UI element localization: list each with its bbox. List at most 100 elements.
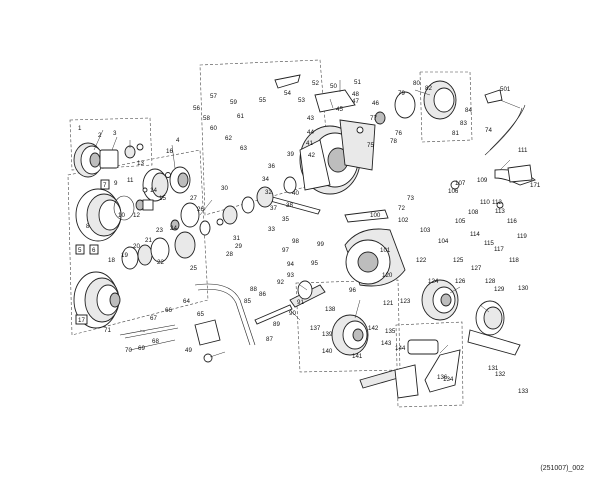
part-number-label: 130 <box>518 285 529 292</box>
part-number-label: 135 <box>385 328 396 335</box>
part-number-label: 12 <box>133 212 140 219</box>
part-number-label: 86 <box>259 291 266 298</box>
part-number-label: 38 <box>286 202 293 209</box>
part-number-label: 62 <box>225 135 232 142</box>
part-number-label: 99 <box>317 241 324 248</box>
part-number-label: 104 <box>438 238 449 245</box>
part-number-label: 75 <box>367 142 374 149</box>
handle-gear-group <box>331 314 461 393</box>
part-number-label: 134 <box>443 376 454 383</box>
part-number-label: 84 <box>465 107 472 114</box>
line-roller-group <box>356 80 457 134</box>
part-number-label: 116 <box>507 218 517 225</box>
part-number-label: 13 <box>137 160 144 167</box>
part-number-label: 14 <box>150 187 157 194</box>
part-number-label: 94 <box>287 261 294 268</box>
part-number-label: 127 <box>471 265 482 272</box>
part-number-label: 126 <box>455 278 466 285</box>
part-number-label: 90 <box>289 310 296 317</box>
crank-handle <box>359 364 419 399</box>
part-number-label: 501 <box>500 86 511 93</box>
part-number-label: 42 <box>308 152 315 159</box>
part-number-label: 91 <box>297 299 304 306</box>
part-number-label: 26 <box>197 206 204 213</box>
part-number-label: 44 <box>307 129 314 136</box>
part-number-label: 171 <box>530 182 541 189</box>
part-number-label: 34 <box>262 176 269 183</box>
part-number-label: 29 <box>235 243 242 250</box>
part-number-label: 46 <box>372 100 379 107</box>
part-number-label: 113 <box>495 208 505 215</box>
part-number-label: 22 <box>157 259 164 266</box>
spool-lip-group <box>142 166 191 202</box>
part-number-label: 45 <box>336 106 343 113</box>
part-number-label: 136 <box>437 374 448 381</box>
part-number-label: 41 <box>306 140 313 147</box>
part-number-label: 105 <box>455 218 466 225</box>
part-number-label: 141 <box>352 353 363 360</box>
drag-washers <box>121 202 211 270</box>
part-number-label: 55 <box>259 97 266 104</box>
part-number-label: 73 <box>407 195 414 202</box>
part-number-label: 9 <box>114 180 118 187</box>
part-number-label: 89 <box>273 321 280 328</box>
part-number-label: 10 <box>118 212 125 219</box>
part-number-label: 106 <box>448 188 459 195</box>
part-number-label: 88 <box>250 286 257 293</box>
part-number-label: 4 <box>176 137 180 144</box>
part-number-label: 69 <box>138 345 145 352</box>
part-number-label: 57 <box>210 93 217 100</box>
part-number-label: 19 <box>121 252 128 259</box>
part-number-label: 95 <box>311 260 318 267</box>
svg-text:5: 5 <box>78 247 82 254</box>
part-number-label: 115 <box>484 240 494 247</box>
boxed-part-label: 6 <box>89 244 99 255</box>
part-number-label: 78 <box>390 138 397 145</box>
part-number-label: 124 <box>428 278 439 285</box>
reel-body <box>344 209 406 287</box>
part-number-label: 15 <box>159 195 166 202</box>
bail-spring-parts <box>450 89 533 209</box>
leader-lines <box>93 80 521 358</box>
part-number-label: 131 <box>488 365 499 372</box>
part-number-label: 129 <box>494 286 505 293</box>
part-number-label: 108 <box>468 209 479 216</box>
part-number-label: 58 <box>203 115 210 122</box>
part-number-label: 83 <box>460 120 467 127</box>
part-number-label: 80 <box>413 80 420 87</box>
rotor-assembly <box>299 119 376 195</box>
part-number-label: 24 <box>170 225 177 232</box>
pinion-gear <box>254 280 326 325</box>
part-number-label: 50 <box>330 83 337 90</box>
part-number-label: 49 <box>185 347 192 354</box>
part-number-label: 35 <box>282 216 289 223</box>
part-number-label: 132 <box>495 371 506 378</box>
part-number-label: 25 <box>190 265 197 272</box>
part-number-label: 122 <box>416 257 427 264</box>
handle-arm <box>194 283 256 363</box>
part-number-label: 16 <box>166 148 173 155</box>
svg-text:17: 17 <box>78 317 85 324</box>
part-number-label: 70 <box>125 347 132 354</box>
svg-text:6: 6 <box>92 247 96 254</box>
part-number-label: 76 <box>395 130 402 137</box>
part-number-label: 137 <box>310 325 321 332</box>
part-number-label: 87 <box>266 336 273 343</box>
part-number-label: 82 <box>425 85 432 92</box>
part-number-label: 67 <box>150 315 157 322</box>
part-number-label: 125 <box>453 257 464 264</box>
drive-gear <box>421 279 521 356</box>
part-number-label: 61 <box>237 113 244 120</box>
spool-large-lower <box>73 271 121 329</box>
spool-large-upper <box>75 188 154 242</box>
part-number-label: 20 <box>133 243 140 250</box>
spring-group <box>119 324 179 351</box>
part-number-label: 39 <box>287 151 294 158</box>
part-number-label: 33 <box>268 226 275 233</box>
part-number-label: 2 <box>98 132 102 139</box>
part-number-label: 97 <box>282 247 289 254</box>
part-number-label: 40 <box>292 190 299 197</box>
part-number-label: 27 <box>190 195 197 202</box>
